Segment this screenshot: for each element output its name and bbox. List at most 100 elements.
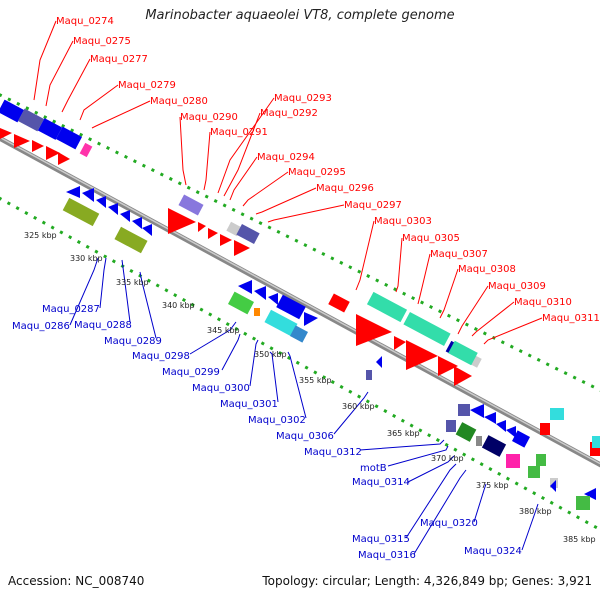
gene-feature [446,420,456,432]
top-gene-label: Maqu_0291 [210,127,268,138]
kbp-tick-label: 380 kbp [519,507,552,516]
gene-feature [496,420,506,432]
bottom-gene-label: Maqu_0306 [276,431,334,442]
gene-feature [18,108,44,132]
gene-feature [584,488,596,500]
top-gene-label: Maqu_0295 [288,167,346,178]
top-gene-label: Maqu_0303 [374,216,432,227]
top-label-connectors [33,20,543,345]
gene-feature [66,186,80,198]
top-gene-label: Maqu_0305 [402,233,460,244]
gene-feature [254,308,260,316]
gene-feature [236,224,260,244]
bottom-gene-label: Maqu_0298 [132,351,190,362]
top-gene-label: Maqu_0290 [180,112,238,123]
top-gene-label: Maqu_0275 [73,36,131,47]
gene-feature [506,454,520,468]
top-gene-label: Maqu_0293 [274,93,332,104]
top-gene-label: Maqu_0309 [488,281,546,292]
gene-feature [56,126,82,150]
forward-strand-genes [0,128,600,488]
bottom-gene-label: Maqu_0324 [464,546,522,557]
gene-feature [403,312,451,346]
kbp-tick-label: 350 kbp [254,350,287,359]
map-title: Marinobacter aquaeolei VT8, complete gen… [145,8,455,23]
gene-feature [220,234,232,246]
top-gene-label: Maqu_0294 [257,152,315,163]
top-gene-label: Maqu_0311 [542,313,600,324]
bottom-gene-label: Maqu_0316 [358,550,416,561]
gene-feature [454,366,472,386]
gene-feature [208,228,218,239]
gene-feature [120,210,130,222]
gene-feature [228,291,254,315]
kbp-tick-label: 325 kbp [24,231,57,240]
gene-feature [96,196,106,208]
gene-feature [536,454,546,466]
kbp-tick-label: 375 kbp [476,481,509,490]
gene-feature [108,203,118,215]
bottom-gene-label: motB [360,463,387,474]
gene-feature [58,152,70,165]
gene-feature [366,291,408,323]
reverse-strand-genes [0,99,600,510]
gene-feature [0,99,24,123]
bottom-gene-label: Maqu_0312 [304,447,362,458]
top-gene-label: Maqu_0308 [458,264,516,275]
gene-feature [238,280,252,294]
gene-feature [132,217,142,229]
top-gene-label: Maqu_0297 [344,200,402,211]
gene-feature [168,208,196,234]
gene-feature [254,286,266,300]
gene-feature [290,325,308,343]
bottom-gene-label: Maqu_0315 [352,534,410,545]
gene-feature [455,422,477,442]
gene-feature [328,293,350,313]
bottom-gene-label: Maqu_0302 [248,415,306,426]
gene-feature [550,408,564,420]
gene-feature [82,188,94,202]
gene-feature [592,436,600,448]
kbp-tick-label: 365 kbp [387,429,420,438]
gene-feature [0,128,12,139]
gene-feature [448,340,478,366]
top-gene-label: Maqu_0277 [90,54,148,65]
gene-feature [32,140,44,152]
gene-feature [46,146,60,160]
gene-feature [458,404,470,416]
top-gene-label: Maqu_0292 [260,108,318,119]
gene-feature [14,134,30,148]
bottom-gene-label: Maqu_0314 [352,477,410,488]
kbp-tick-label: 360 kbp [342,402,375,411]
gene-feature [576,496,590,510]
gene-feature [234,240,250,256]
gene-feature [366,370,372,380]
gene-feature [79,142,93,158]
genome-summary-text: Topology: circular; Length: 4,326,849 bp… [262,574,592,588]
bottom-gene-label: Maqu_0301 [220,399,278,410]
gene-feature [394,336,406,350]
bottom-gene-label: Maqu_0289 [104,336,162,347]
gene-feature [376,356,382,368]
kbp-tick-label: 335 kbp [116,278,149,287]
inner-dotted-line [0,196,600,532]
gene-feature [481,435,507,457]
gene-feature [142,224,152,236]
gene-feature [540,423,550,435]
gene-feature [37,118,63,140]
kbp-tick-label: 340 kbp [162,301,195,310]
bottom-gene-label: Maqu_0287 [42,304,100,315]
gene-feature [114,226,148,254]
gene-feature [264,309,298,337]
gene-feature [406,340,438,370]
kbp-tick-label: 345 kbp [207,326,240,335]
bottom-gene-label: Maqu_0300 [192,383,250,394]
gene-feature [476,436,482,446]
gene-feature [276,294,306,320]
bottom-gene-label: Maqu_0288 [74,320,132,331]
gene-feature [590,442,600,456]
bottom-label-connectors [69,257,539,555]
kbp-tick-label: 385 kbp [563,535,596,544]
gene-feature [178,194,204,216]
